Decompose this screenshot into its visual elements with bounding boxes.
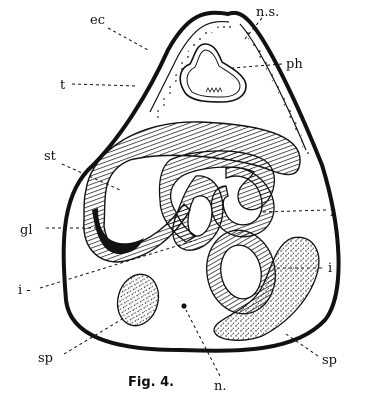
spleen-left (112, 270, 164, 331)
label-ns: n.s. (256, 5, 279, 20)
figure-caption: Fig. 4. (128, 375, 174, 390)
label-sp-left: sp (38, 351, 53, 366)
label-i-right-upper: i (330, 205, 334, 220)
label-st: st (44, 149, 57, 164)
label-sp-right: sp (322, 353, 337, 368)
label-i-right-lower: i (328, 261, 332, 276)
label-t: t (60, 78, 66, 93)
label-n: n. (214, 379, 227, 394)
label-i-left: i - (18, 283, 31, 298)
label-ec: ec (90, 13, 105, 28)
nerve-dot (181, 303, 186, 308)
label-gl: gl (20, 223, 32, 238)
label-ph: ph (286, 57, 303, 72)
